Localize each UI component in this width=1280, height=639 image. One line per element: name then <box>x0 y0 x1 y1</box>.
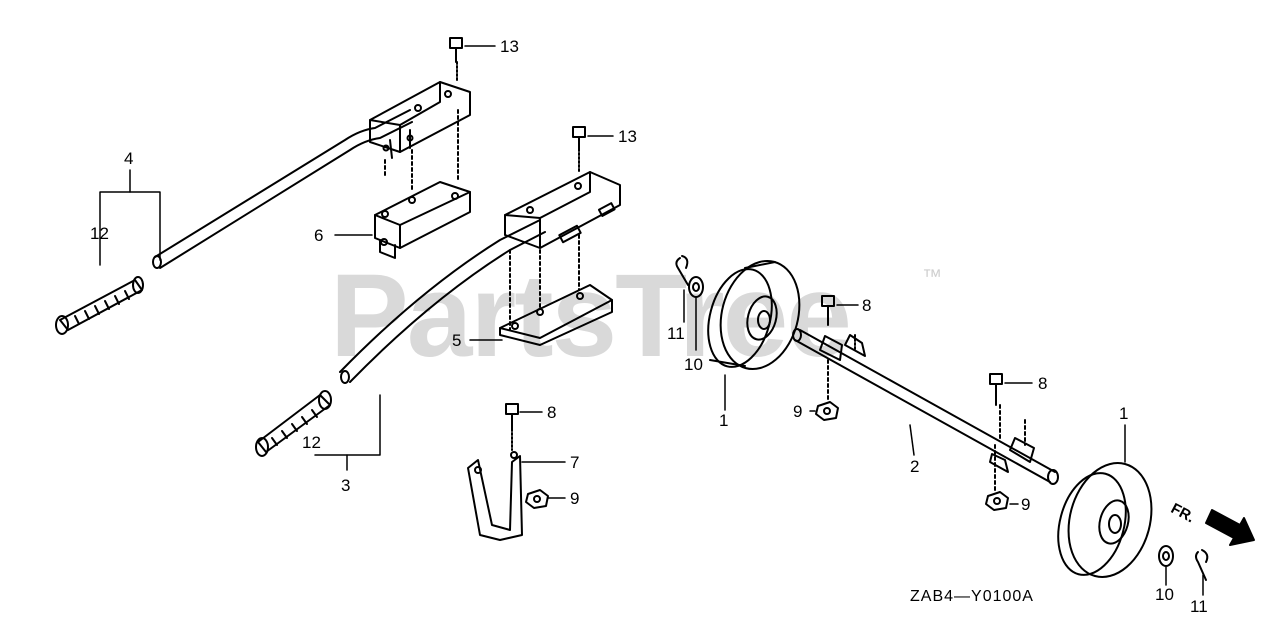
callout-11a: 11 <box>667 324 685 343</box>
callout-5: 5 <box>452 331 462 350</box>
nut-9c <box>985 491 1009 511</box>
leader-lines <box>99 45 1204 596</box>
bolt-8b <box>821 295 835 326</box>
upper-handle-part <box>152 61 471 269</box>
callout-6: 6 <box>314 226 324 245</box>
grip-upper <box>55 276 144 335</box>
callout-13b: 13 <box>618 127 637 146</box>
washer-10a <box>688 276 704 298</box>
callout-8b: 8 <box>862 296 872 315</box>
callout-11b: 11 <box>1190 597 1208 616</box>
callout-10a: 10 <box>684 355 703 374</box>
callout-3: 3 <box>341 476 351 495</box>
callout-13a: 13 <box>500 37 519 56</box>
trademark-symbol: ™ <box>922 266 942 288</box>
callout-2: 2 <box>910 457 920 476</box>
wheel-right <box>1057 462 1153 578</box>
bolt-13a <box>449 37 463 63</box>
nut-9b <box>815 401 839 421</box>
nut-9a <box>525 489 549 509</box>
nuts <box>525 401 1009 511</box>
front-arrow-icon <box>1205 509 1255 546</box>
lower-bracket-5 <box>499 284 613 346</box>
bolt-13b <box>572 126 586 151</box>
grip-lower <box>255 390 332 457</box>
stand-part-7 <box>467 424 523 541</box>
cotter-pin-11a <box>675 255 689 286</box>
callout-9b: 9 <box>793 402 803 421</box>
bolt-8c <box>989 373 1003 406</box>
callout-4: 4 <box>124 149 134 168</box>
callout-7: 7 <box>570 453 580 472</box>
callout-1b: 1 <box>1119 404 1129 423</box>
axle-part-2 <box>792 328 1059 491</box>
callout-12a: 12 <box>90 224 109 243</box>
callout-12b: 12 <box>302 433 321 452</box>
callout-10b: 10 <box>1155 585 1174 604</box>
callout-9a: 9 <box>570 489 580 508</box>
callout-8c: 8 <box>1038 374 1048 393</box>
bolts <box>449 37 1003 431</box>
callout-1a: 1 <box>719 411 729 430</box>
wheel-left <box>707 259 801 371</box>
bolt-8a <box>505 403 519 431</box>
lower-handle-part <box>339 144 621 384</box>
callout-8a: 8 <box>547 403 557 422</box>
cotter-pin-11b <box>1195 549 1209 581</box>
washer-10b <box>1158 545 1174 567</box>
callout-9c: 9 <box>1021 495 1031 514</box>
diagram-code: ZAB4—Y0100A <box>910 588 1034 605</box>
lower-bracket-6 <box>374 181 471 259</box>
